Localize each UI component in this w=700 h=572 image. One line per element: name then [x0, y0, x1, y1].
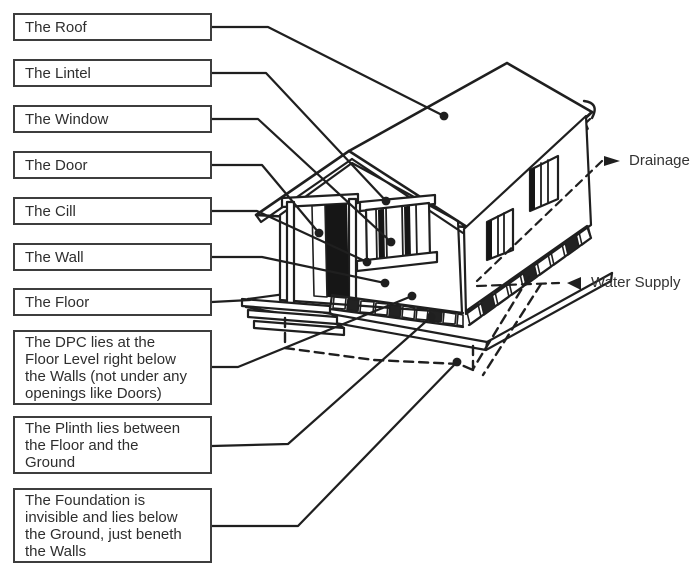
label-text: The Plinth lies between the Floor and th…: [25, 419, 181, 471]
label-text: The Cill: [25, 202, 76, 220]
label-box-lintel: The Lintel: [13, 59, 212, 87]
long-wall: [462, 114, 593, 316]
label-box-plinth: The Plinth lies between the Floor and th…: [13, 416, 212, 474]
leader-dots: [314, 111, 462, 367]
lintel-board: [358, 193, 437, 213]
label-text: The Wall: [25, 248, 84, 266]
label-box-foundation: The Foundation is invisible and lies bel…: [13, 488, 212, 563]
label-box-window: The Window: [13, 105, 212, 133]
label-box-door: The Door: [13, 151, 212, 179]
drainage-line: [475, 156, 620, 283]
porch-post-left: [285, 200, 296, 305]
side-windows: [485, 154, 560, 262]
porch-post-right: [347, 197, 358, 301]
foundation-dashed-outline: [283, 275, 543, 377]
water-supply-arrow-icon: [567, 277, 581, 290]
water-supply-label: Water Supply: [591, 274, 681, 291]
label-text: The DPC lies at the Floor Level right be…: [25, 333, 188, 402]
label-text: The Floor: [25, 293, 90, 311]
label-text: The Roof: [25, 18, 87, 36]
door-panel: [311, 204, 328, 298]
gable-window: [355, 193, 439, 273]
label-box-cill: The Cill: [13, 197, 212, 225]
label-text: The Door: [25, 156, 88, 174]
cill-board: [355, 250, 439, 273]
label-box-dpc: The DPC lies at the Floor Level right be…: [13, 330, 212, 405]
label-box-floor: The Floor: [13, 288, 212, 316]
door-porch: [280, 192, 360, 305]
water-supply-line: [475, 277, 581, 290]
drainage-arrow-icon: [604, 156, 620, 166]
label-text: The Window: [25, 110, 109, 128]
label-box-roof: The Roof: [13, 13, 212, 41]
drainage-label: Drainage: [629, 152, 690, 169]
leader-lines: [210, 25, 459, 528]
label-box-wall: The Wall: [13, 243, 212, 271]
plinth-masonry: [328, 224, 593, 329]
porch-beam: [280, 192, 360, 209]
label-text: The Foundation is invisible and lies bel…: [25, 491, 182, 560]
label-text: The Lintel: [25, 64, 91, 82]
roof-corner-curl: [582, 99, 596, 120]
